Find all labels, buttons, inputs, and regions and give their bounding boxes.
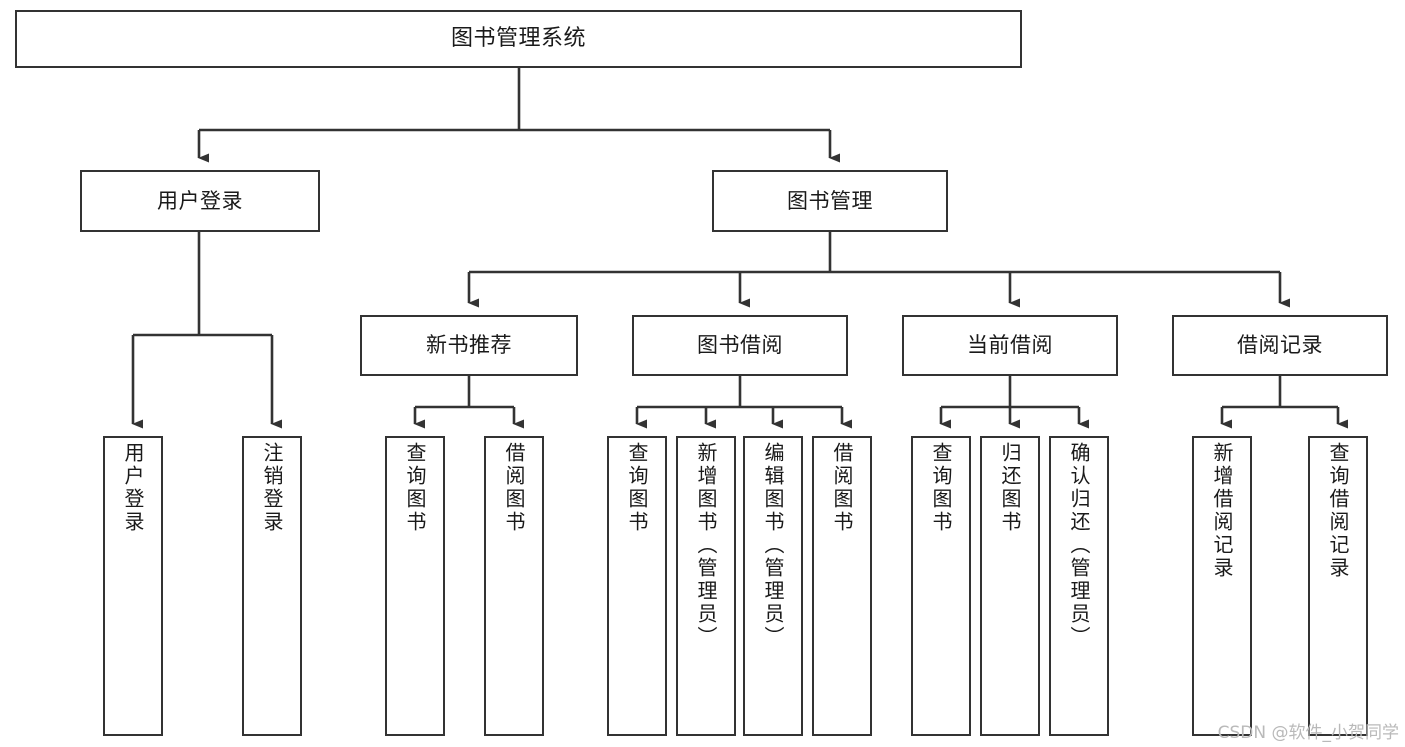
- node-leaf-user-login[interactable]: 用户登录: [103, 436, 163, 736]
- node-borrow-record[interactable]: 借阅记录: [1172, 315, 1388, 376]
- node-label: 查询图书: [929, 442, 953, 534]
- node-current-borrow[interactable]: 当前借阅: [902, 315, 1118, 376]
- node-label: 借阅记录: [1237, 333, 1323, 358]
- node-label: 新增图书（管理员）: [694, 442, 718, 649]
- node-label: 借阅图书: [502, 442, 526, 534]
- node-label: 图书管理系统: [450, 26, 586, 52]
- node-leaf-logout[interactable]: 注销登录: [242, 436, 302, 736]
- node-label: 借阅图书: [830, 442, 854, 534]
- node-book-management[interactable]: 图书管理: [712, 170, 948, 232]
- node-leaf-search-borrow-record[interactable]: 查询借阅记录: [1308, 436, 1368, 736]
- node-label: 编辑图书（管理员）: [761, 442, 785, 649]
- node-label: 新书推荐: [426, 333, 512, 358]
- node-book-borrow[interactable]: 图书借阅: [632, 315, 848, 376]
- node-leaf-borrow-book[interactable]: 借阅图书: [812, 436, 872, 736]
- node-label: 图书借阅: [697, 333, 783, 358]
- watermark-text: CSDN @软件_小贺同学: [1217, 723, 1399, 743]
- node-label: 查询图书: [403, 442, 427, 534]
- node-leaf-borrow-book-recommend[interactable]: 借阅图书: [484, 436, 544, 736]
- node-leaf-add-book-admin[interactable]: 新增图书（管理员）: [676, 436, 736, 736]
- node-label: 查询借阅记录: [1326, 442, 1350, 580]
- node-root-system[interactable]: 图书管理系统: [15, 10, 1022, 68]
- node-leaf-search-book-current[interactable]: 查询图书: [911, 436, 971, 736]
- node-label: 归还图书: [998, 442, 1022, 534]
- node-label: 确认归还（管理员）: [1067, 442, 1091, 649]
- node-user-login[interactable]: 用户登录: [80, 170, 320, 232]
- node-leaf-confirm-return-admin[interactable]: 确认归还（管理员）: [1049, 436, 1109, 736]
- node-label: 图书管理: [787, 188, 873, 213]
- node-leaf-edit-book-admin[interactable]: 编辑图书（管理员）: [743, 436, 803, 736]
- node-leaf-search-book[interactable]: 查询图书: [607, 436, 667, 736]
- node-leaf-search-book-recommend[interactable]: 查询图书: [385, 436, 445, 736]
- node-leaf-return-book[interactable]: 归还图书: [980, 436, 1040, 736]
- node-label: 用户登录: [157, 188, 243, 213]
- node-label: 当前借阅: [967, 333, 1053, 358]
- node-label: 注销登录: [260, 442, 284, 534]
- node-label: 用户登录: [121, 442, 145, 534]
- node-label: 查询图书: [625, 442, 649, 534]
- node-leaf-add-borrow-record[interactable]: 新增借阅记录: [1192, 436, 1252, 736]
- node-new-book-recommend[interactable]: 新书推荐: [360, 315, 578, 376]
- node-label: 新增借阅记录: [1210, 442, 1234, 580]
